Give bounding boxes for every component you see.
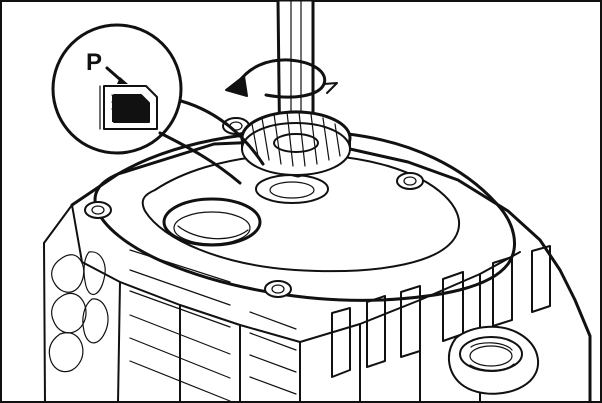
callout-label-p: P xyxy=(86,49,102,76)
rotation-arrow-icon xyxy=(225,58,338,99)
side-fitting xyxy=(448,325,539,395)
detail-callout: P xyxy=(51,23,265,185)
helical-gear xyxy=(240,110,352,176)
